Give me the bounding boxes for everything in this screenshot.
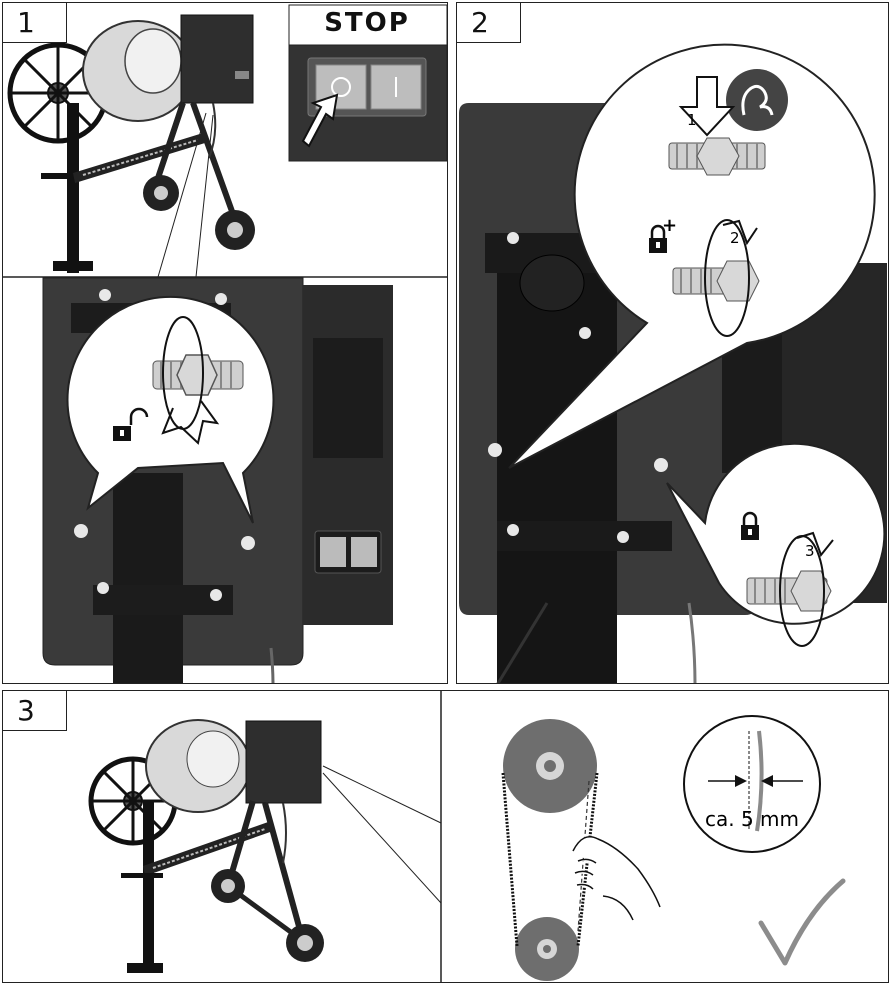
nut-icon [177,355,217,395]
step-number-3: 3 [3,691,67,731]
strength-arm-icon [726,69,788,131]
step-3-illustration: ca. 5 mm [3,691,889,983]
panel-step-2: 2 1 + [456,2,889,684]
order-number-3: 3 [805,542,815,560]
step-number-2: 2 [457,3,521,43]
panel-step-1: 1 [2,2,448,684]
stop-label: STOP [288,8,446,38]
checkmark-icon [761,881,843,963]
step-1-illustration [3,3,448,684]
svg-text:+: + [662,215,677,236]
panel-step-3: 3 [2,690,889,983]
order-number-1: 1 [687,111,697,129]
step-number-1: 1 [3,3,67,43]
step-2-illustration: 1 + 2 3 [457,3,889,684]
belt-deflection-gauge: ca. 5 mm [684,716,820,852]
mixer-icon-2 [91,720,324,973]
mixer-icon [10,15,255,273]
gauge-label: ca. 5 mm [705,807,799,831]
order-number-2: 2 [730,229,740,247]
